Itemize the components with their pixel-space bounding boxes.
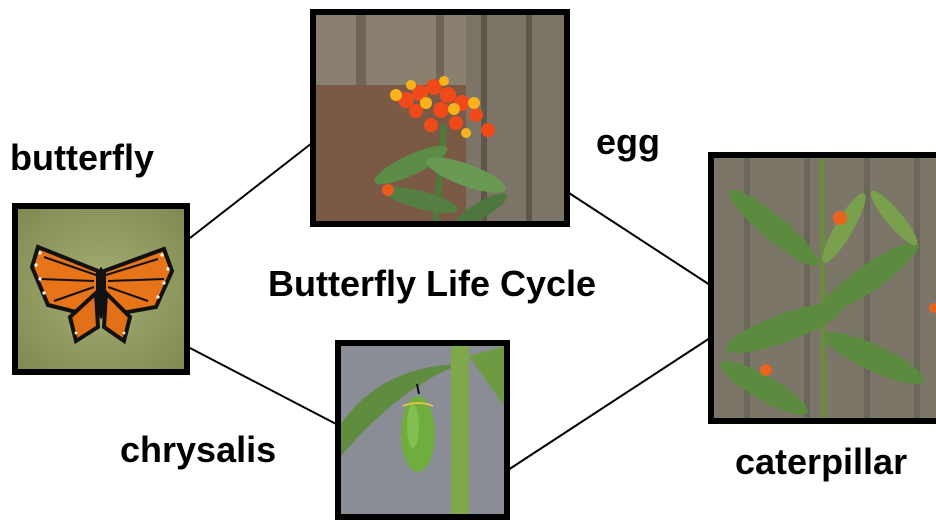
chrysalis-photo: [335, 340, 510, 520]
egg-label: egg: [596, 124, 660, 160]
caterpillar-label: caterpillar: [735, 444, 907, 480]
egg-photo: [310, 9, 570, 227]
caterpillar-photo: [708, 152, 936, 424]
connector-chrysalis-butterfly: [190, 348, 338, 425]
connector-caterpillar-chrysalis: [508, 338, 710, 470]
chrysalis-label: chrysalis: [120, 432, 276, 468]
butterfly-label: butterfly: [10, 140, 154, 176]
connector-butterfly-egg: [190, 143, 312, 238]
diagram-title: Butterfly Life Cycle: [268, 266, 596, 302]
butterfly-photo: [12, 203, 190, 375]
